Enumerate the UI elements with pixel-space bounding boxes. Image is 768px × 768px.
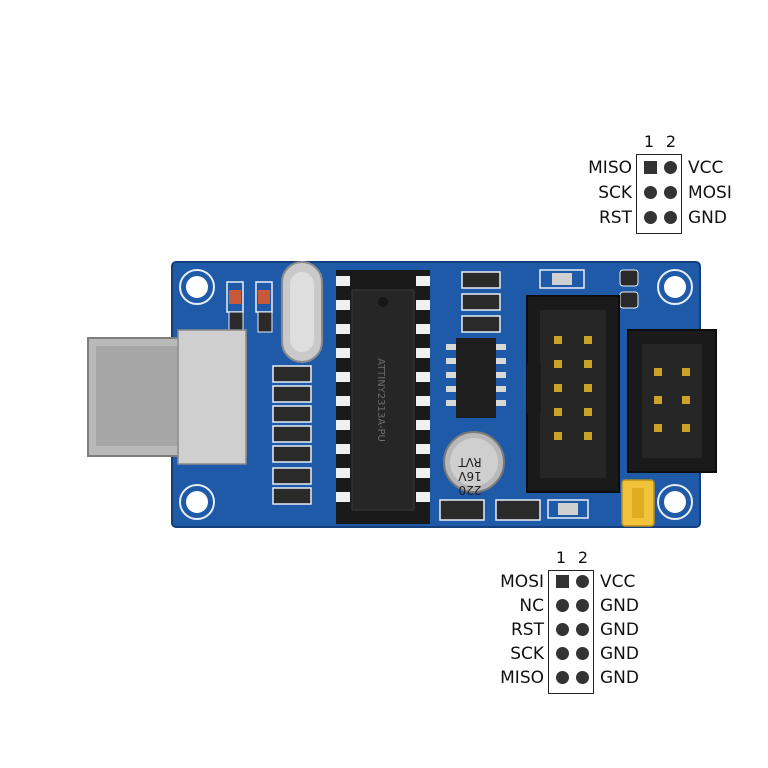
smd-part (461, 271, 501, 289)
pin-1-square (556, 575, 569, 588)
capacitor-line-1: RVT (458, 455, 482, 469)
smd-part (461, 293, 501, 311)
led (547, 499, 589, 519)
resistor (228, 311, 244, 333)
pin-label-right: GND (600, 644, 639, 664)
pin-label-right: GND (600, 620, 639, 640)
usb-b-connector (87, 329, 247, 465)
pin-label-left: MISO (500, 668, 544, 688)
mounting-hole (179, 269, 215, 305)
led (539, 269, 585, 289)
pin-row: MISO VCC (570, 156, 750, 180)
pin-dot (556, 671, 569, 684)
jumper (621, 479, 655, 527)
pin-dot (644, 186, 657, 199)
pin-number-1: 1 (643, 132, 655, 151)
pin-label-right: GND (600, 668, 639, 688)
pin-dot (664, 211, 677, 224)
pin-label-left: MISO (588, 158, 632, 178)
idc-10-pin-header (526, 295, 620, 493)
pin-dot (576, 599, 589, 612)
resistor (257, 311, 273, 333)
pin-label-left: SCK (598, 183, 632, 203)
capacitor-line-2: 16V (457, 469, 481, 483)
pin-row: MOSI VCC (482, 570, 662, 594)
pin-label-left: RST (511, 620, 544, 640)
pin-dot (664, 161, 677, 174)
ic-marking: ATTINY2313A-PU (375, 358, 386, 442)
mounting-hole (657, 484, 693, 520)
pin-1-square (644, 161, 657, 174)
pin-dot (576, 623, 589, 636)
pin-row: RST GND (570, 206, 750, 230)
pin-number-1: 1 (555, 548, 567, 567)
pin-dot (576, 575, 589, 588)
pin-label-left: RST (599, 208, 632, 228)
pin-label-right: VCC (688, 158, 724, 178)
smd-part (439, 499, 485, 521)
pin-dot (576, 671, 589, 684)
pinout-6-pin: 1 2 MISO VCC SCK MOSI RST GND (570, 132, 750, 238)
pin-dot (664, 186, 677, 199)
pin-label-left: SCK (510, 644, 544, 664)
smd-part (619, 269, 639, 287)
pin-row: NC GND (482, 594, 662, 618)
pin-label-right: VCC (600, 572, 636, 592)
electrolytic-capacitor: RVT 16V 220 (443, 431, 505, 497)
pin-dot (556, 623, 569, 636)
pin-number-2: 2 (665, 132, 677, 151)
pin-dot (644, 211, 657, 224)
pin-label-left: NC (519, 596, 544, 616)
idc-6-pin-header (627, 329, 717, 473)
pin-dot (576, 647, 589, 660)
smd-part (461, 315, 501, 333)
smd-component-column (272, 365, 312, 505)
soic-chip (446, 338, 506, 418)
pin-dot (556, 599, 569, 612)
pin-label-right: MOSI (688, 183, 732, 203)
smd-part (619, 291, 639, 309)
pin-numbers: 1 2 (636, 132, 696, 152)
pin-row: SCK MOSI (570, 181, 750, 205)
pin-row: RST GND (482, 618, 662, 642)
smd-part (495, 499, 541, 521)
pin-label-right: GND (600, 596, 639, 616)
pin-numbers: 1 2 (548, 548, 608, 568)
ic-chip: ATTINY2313A-PU (351, 289, 415, 511)
pin-dot (556, 647, 569, 660)
pin-label-left: MOSI (500, 572, 544, 592)
mounting-hole (179, 484, 215, 520)
pin-label-right: GND (688, 208, 727, 228)
pin-row: MISO GND (482, 666, 662, 690)
pinout-10-pin: 1 2 MOSI VCC NC GND RST GND SCK GND MISO… (482, 548, 662, 696)
pin-row: SCK GND (482, 642, 662, 666)
capacitor-line-3: 220 (459, 483, 482, 497)
mounting-hole (657, 269, 693, 305)
pin-number-2: 2 (577, 548, 589, 567)
